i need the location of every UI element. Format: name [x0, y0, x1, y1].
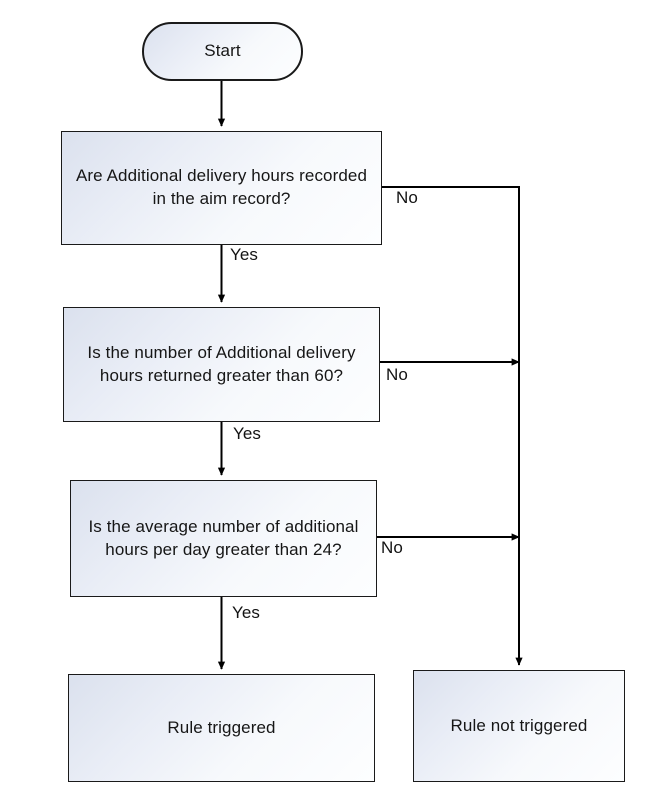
- node-start[interactable]: Start: [142, 22, 303, 81]
- edge-label-decision3-yes: Yes: [232, 603, 261, 622]
- connector-decision1-no: [382, 186, 523, 666]
- node-decision2[interactable]: Is the number of Additional delivery hou…: [63, 307, 380, 422]
- edge-label-decision1-yes: Yes: [230, 245, 259, 264]
- node-start-label: Start: [204, 41, 241, 61]
- node-decision1[interactable]: Are Additional delivery hours recorded i…: [61, 131, 382, 245]
- node-rule-triggered-label: Rule triggered: [167, 717, 276, 737]
- edge-label-decision2-no: No: [386, 365, 408, 384]
- edge-label-decision1-no: No: [396, 188, 418, 207]
- node-rule-triggered[interactable]: Rule triggered: [68, 674, 375, 782]
- node-decision3[interactable]: Is the average number of additional hour…: [70, 480, 377, 597]
- edge-label-decision3-no: No: [381, 538, 403, 557]
- node-decision3-label: Is the average number of additional hour…: [88, 516, 359, 559]
- node-decision1-label: Are Additional delivery hours recorded i…: [75, 166, 368, 208]
- node-decision2-label: Is the number of Additional delivery hou…: [87, 342, 356, 385]
- edge-label-decision2-yes: Yes: [233, 424, 262, 443]
- node-rule-not-triggered[interactable]: Rule not triggered: [413, 670, 625, 782]
- node-rule-not-triggered-label: Rule not triggered: [450, 715, 588, 735]
